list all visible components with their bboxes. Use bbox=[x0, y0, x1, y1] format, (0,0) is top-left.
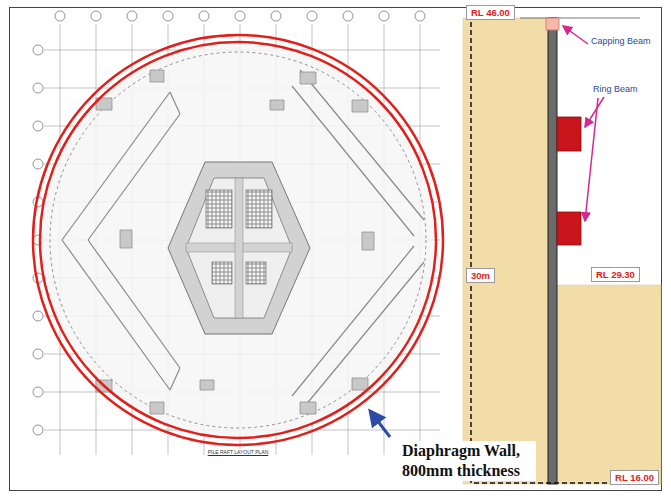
level-text: RL 16.00 bbox=[615, 472, 654, 483]
level-text: RL 46.00 bbox=[471, 7, 510, 18]
level-tag: RL 29.30 bbox=[591, 267, 640, 282]
dimension-line bbox=[471, 22, 655, 483]
raft-area bbox=[42, 44, 434, 436]
ground-line bbox=[520, 18, 640, 19]
diaphragm-wall-inner bbox=[40, 42, 436, 438]
ring-beam bbox=[557, 212, 581, 245]
soil-retained bbox=[463, 18, 548, 484]
leader-arrow bbox=[585, 98, 598, 221]
core-wall bbox=[168, 162, 310, 334]
drawing-title: PILE RAFT LAYOUT PLAN bbox=[207, 449, 270, 455]
lift-shaft bbox=[246, 190, 272, 228]
soil-excavation-side bbox=[557, 285, 661, 484]
part-label: Ring Beam bbox=[592, 84, 639, 94]
callout-text: Diaphragm Wall, 800mm thickness bbox=[386, 441, 536, 481]
pile-caps bbox=[96, 70, 374, 414]
ring-beam bbox=[557, 117, 581, 151]
lift-shaft bbox=[206, 190, 232, 228]
level-tag: RL 46.00 bbox=[466, 5, 515, 20]
core-void bbox=[186, 178, 292, 318]
leader-arrow bbox=[585, 97, 604, 127]
level-tag: 30m bbox=[466, 268, 495, 283]
core-slab bbox=[235, 178, 243, 318]
leader-arrow bbox=[563, 26, 588, 44]
level-tag: RL 16.00 bbox=[610, 470, 659, 485]
callout-arrow bbox=[370, 411, 390, 437]
level-text: RL 29.30 bbox=[596, 269, 635, 280]
frame bbox=[10, 8, 662, 491]
part-label: Capping Beam bbox=[590, 36, 652, 46]
level-text: 30m bbox=[471, 270, 490, 281]
capping-beam bbox=[546, 18, 559, 30]
diaphragm-wall-outer bbox=[33, 35, 443, 445]
lift-shaft bbox=[212, 262, 232, 284]
raft-edge bbox=[50, 52, 426, 428]
lift-shaft bbox=[246, 262, 266, 284]
diaphragm-wall-section bbox=[548, 18, 557, 484]
